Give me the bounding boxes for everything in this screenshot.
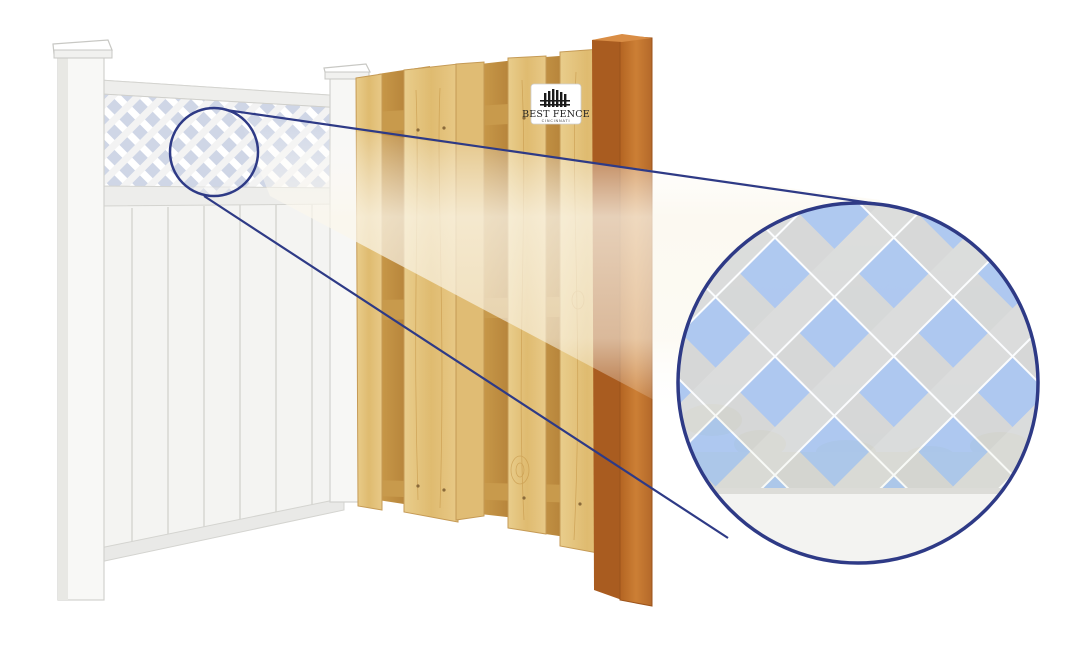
best-fence-sign: BEST FENCE CINCINNATI	[522, 83, 590, 125]
sign-title: BEST FENCE	[522, 109, 590, 120]
sign-subtitle: CINCINNATI	[542, 119, 571, 123]
vinyl-left-post-shade	[58, 52, 68, 600]
magnifier-ring	[676, 201, 1040, 565]
wood-post-top	[592, 34, 652, 42]
fence-logo-icon	[540, 89, 570, 107]
vinyl-boards	[131, 204, 313, 551]
magnifier-connector-lines	[203, 108, 879, 539]
lattice-focus-circle	[168, 106, 260, 198]
